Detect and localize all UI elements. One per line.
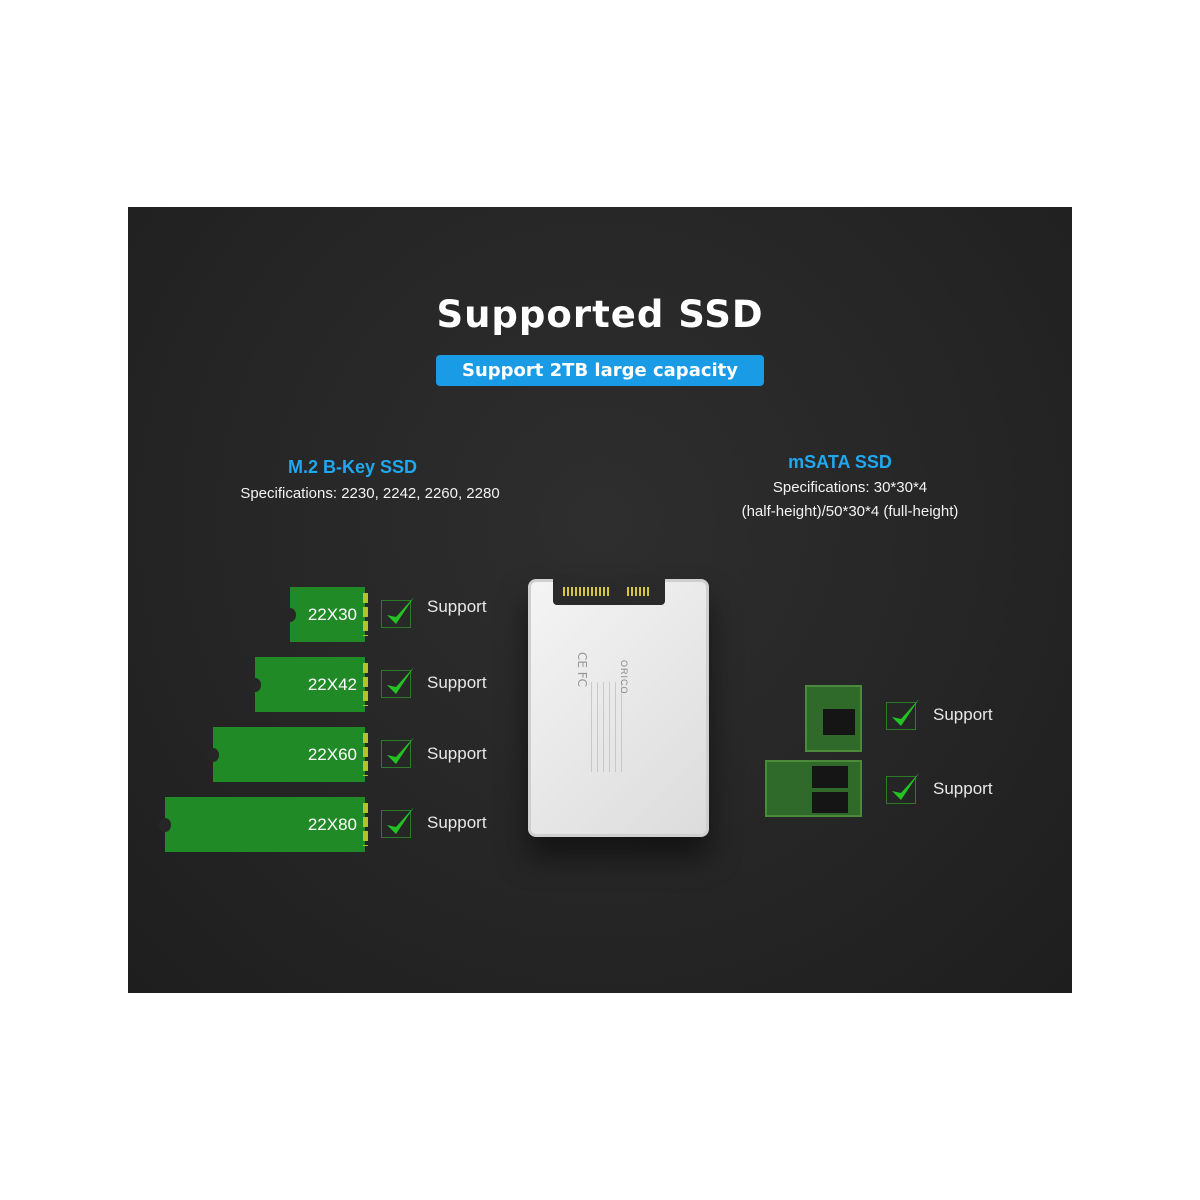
enclosure-brand-label: ORICO — [619, 660, 629, 695]
support-label: Support — [427, 744, 487, 763]
m2-size-label: 22X80 — [307, 815, 357, 834]
ce-fcc-marks: CE FC — [575, 652, 589, 688]
page-title: Supported SSD — [436, 293, 764, 336]
m2-card-2242: 22X42 — [249, 657, 368, 712]
support-label: Support — [933, 705, 993, 724]
support-label: Support — [427, 597, 487, 616]
support-label: Support — [933, 779, 993, 798]
m2-card-2260: 22X60 — [207, 727, 368, 782]
ssd-enclosure-image: ORICO CE FC — [528, 579, 709, 837]
m2-size-label: 22X60 — [307, 745, 357, 764]
m2-card-2230: 22X30 — [284, 587, 368, 642]
support-label: Support — [427, 673, 487, 692]
m2-spec: Specifications: 2230, 2242, 2260, 2280 — [240, 485, 500, 502]
msata-half-height-card — [805, 685, 862, 752]
msata-full-height-card — [765, 760, 862, 817]
m2-size-label: 22X30 — [307, 605, 357, 624]
checkmark-icon — [381, 807, 414, 838]
msata-spec-line1: Specifications: 30*30*4 — [772, 479, 928, 496]
checkmark-icon — [381, 667, 414, 698]
checkmark-icon — [381, 737, 414, 768]
m2-size-label: 22X42 — [307, 675, 357, 694]
msata-spec-line2: (half-height)/50*30*4 (full-height) — [741, 503, 959, 520]
checkmark-icon — [886, 699, 919, 730]
m2-heading: M.2 B-Key SSD — [287, 457, 418, 477]
m2-card-2280: 22X80 — [159, 797, 368, 852]
capacity-badge: Support 2TB large capacity — [436, 355, 764, 386]
support-label: Support — [427, 813, 487, 832]
checkmark-icon — [381, 597, 414, 628]
msata-heading: mSATA SSD — [788, 452, 892, 472]
checkmark-icon — [886, 773, 919, 804]
